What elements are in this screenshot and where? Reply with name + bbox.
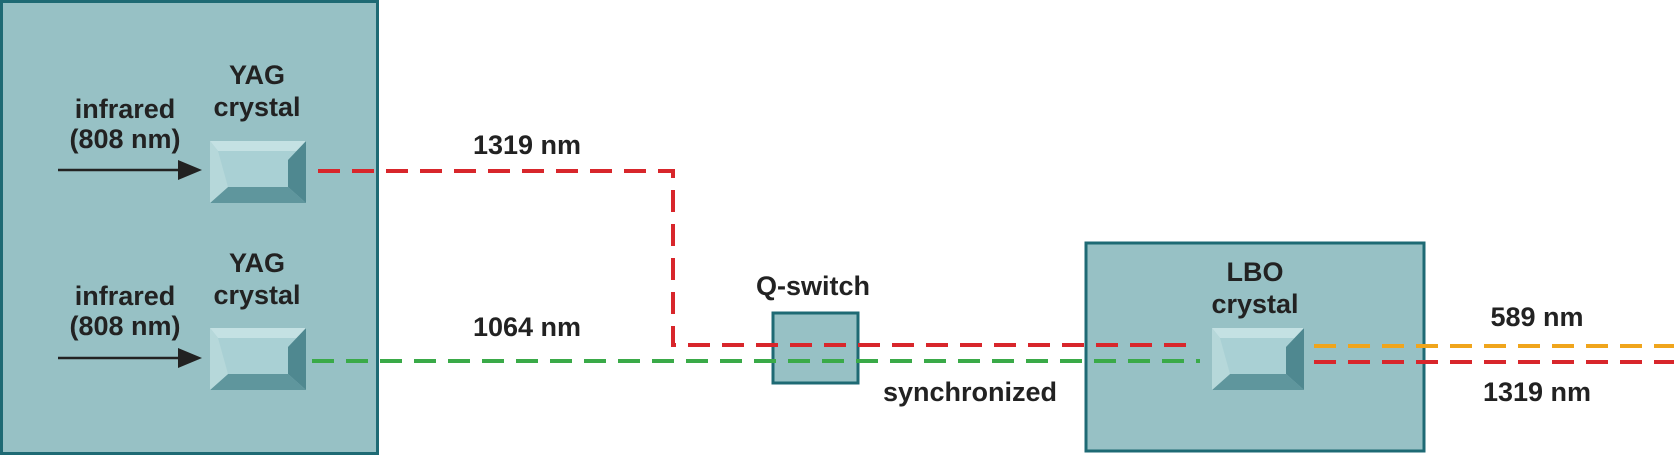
yag-crystal-bottom-label-line2: crystal xyxy=(213,280,300,310)
lbo-crystal xyxy=(1212,328,1304,390)
output-589nm-label: 589 nm xyxy=(1490,302,1583,332)
q-switch-label: Q-switch xyxy=(756,271,870,301)
lbo-crystal-label-line2: crystal xyxy=(1211,289,1298,319)
yag-crystal-top-label-line2: crystal xyxy=(213,92,300,122)
pump-arrow-bottom xyxy=(58,348,202,368)
yag-crystal-top-label-line1: YAG xyxy=(229,60,285,90)
synchronized-label: synchronized xyxy=(883,377,1057,407)
yag-crystal-bottom xyxy=(210,328,306,390)
output-1319nm-label: 1319 nm xyxy=(1483,377,1591,407)
yag-crystal-bottom-label-line1: YAG xyxy=(229,248,285,278)
q-switch-box xyxy=(771,311,860,385)
pump-label-top-line2: (808 nm) xyxy=(69,124,180,154)
lbo-crystal-label-line1: LBO xyxy=(1227,257,1284,287)
beam-1319nm-label: 1319 nm xyxy=(473,130,581,160)
pump-label-bottom-line2: (808 nm) xyxy=(69,311,180,341)
pump-arrow-top xyxy=(58,160,202,180)
beam-1319nm xyxy=(318,169,1196,347)
laser-module-box xyxy=(0,0,379,455)
pump-label-bottom-line1: infrared xyxy=(75,281,176,311)
pump-label-top-line1: infrared xyxy=(75,94,176,124)
yag-crystal-top xyxy=(210,141,306,203)
beam-1064nm-label: 1064 nm xyxy=(473,312,581,342)
